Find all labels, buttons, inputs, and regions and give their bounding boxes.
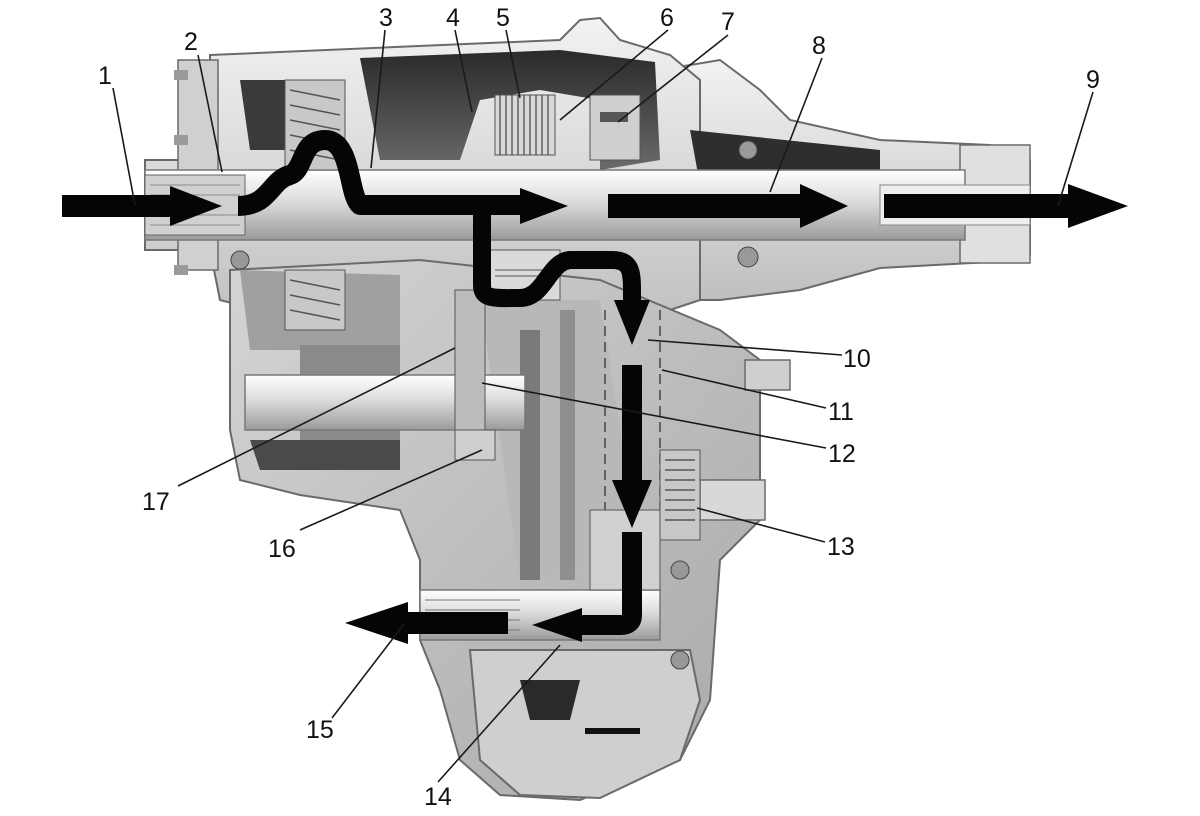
rear-flow-arrow-head bbox=[800, 184, 848, 228]
input-flow-arrow-head bbox=[170, 186, 222, 226]
front-output-flow bbox=[580, 532, 642, 635]
main-flow-arrow-head bbox=[520, 188, 568, 224]
chain-branch-flow bbox=[473, 210, 641, 308]
rear-flow-arrow-shaft bbox=[608, 194, 808, 218]
callout-6: 6 bbox=[660, 4, 674, 32]
callout-17: 17 bbox=[142, 488, 170, 516]
callout-10: 10 bbox=[843, 345, 871, 373]
leader-lines bbox=[112, 29, 1094, 783]
bearing-front bbox=[230, 250, 250, 270]
encoder-gear bbox=[659, 449, 701, 541]
callout-12: 12 bbox=[828, 440, 856, 468]
callout-5: 5 bbox=[496, 4, 510, 32]
input-gear-flow bbox=[237, 130, 520, 216]
output-flow-arrow-head bbox=[1068, 184, 1128, 228]
front-output-arrow-head bbox=[345, 602, 408, 644]
bearing-lower bbox=[670, 560, 690, 580]
callout-1: 1 bbox=[98, 62, 112, 90]
callout-15: 15 bbox=[306, 716, 334, 744]
sump-cover bbox=[468, 649, 702, 800]
bearing-output bbox=[670, 650, 690, 670]
output-flow-arrow-shaft bbox=[884, 194, 1074, 218]
bearing-rear bbox=[737, 246, 759, 268]
front-output-arrow-shaft bbox=[400, 612, 508, 634]
input-flow-arrow-shaft bbox=[62, 195, 180, 217]
chain-flow-arrow-head bbox=[614, 300, 650, 345]
bearing-mid bbox=[738, 140, 758, 160]
callout-8: 8 bbox=[812, 32, 826, 60]
callout-7: 7 bbox=[721, 8, 735, 36]
callout-11: 11 bbox=[828, 398, 854, 426]
chain-down-arrow-head bbox=[612, 480, 652, 528]
clutch-drum bbox=[589, 94, 641, 161]
callout-labels: 1 2 3 4 5 6 7 8 9 10 11 12 13 14 15 16 1… bbox=[98, 4, 1100, 811]
callout-2: 2 bbox=[184, 28, 198, 56]
chain-down-flow bbox=[622, 365, 642, 485]
clutch-pack bbox=[494, 94, 556, 156]
callout-13: 13 bbox=[827, 533, 855, 561]
callout-9: 9 bbox=[1086, 66, 1100, 94]
pump-plate bbox=[454, 289, 486, 441]
front-flow-arrow-head bbox=[532, 608, 582, 642]
callout-4: 4 bbox=[446, 4, 460, 32]
callout-16: 16 bbox=[268, 535, 296, 563]
callout-14: 14 bbox=[424, 783, 452, 811]
torque-flow bbox=[62, 130, 1128, 644]
callout-3: 3 bbox=[379, 4, 393, 32]
side-boss bbox=[699, 479, 766, 521]
